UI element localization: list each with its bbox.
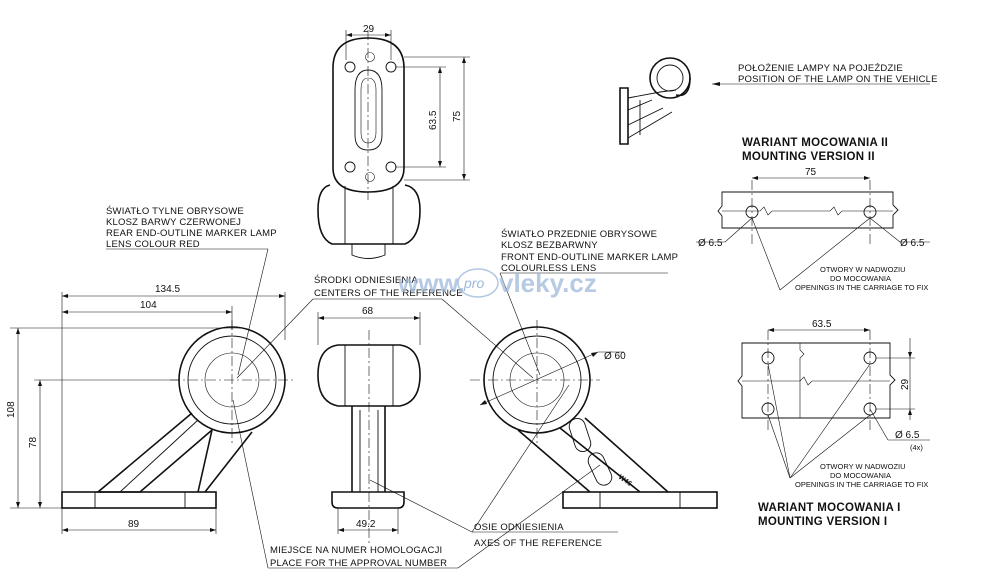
rear-side-view (10, 292, 295, 534)
dim-front-base: 49.2 (356, 519, 376, 530)
dim-v2-hole-left: Ø 6.5 (698, 238, 723, 249)
leader-lines (106, 248, 668, 569)
v2-openings-pl-1: OTWORY W NADWOZIU (820, 265, 906, 274)
rear-lamp-label-pl-2: KLOSZ BARWY CZERWONEJ (106, 217, 241, 228)
mounting-v1-title-en: MOUNTING VERSION I (758, 516, 887, 528)
dim-lens-diameter: Ø 60 (604, 351, 626, 362)
front-lamp-label-en-2: COLOURLESS LENS (501, 263, 596, 274)
v2-openings-en: OPENINGS IN THE CARRIAGE TO FIX (795, 283, 928, 292)
dim-v1-hole-count: (4x) (910, 443, 923, 452)
mounting-v2-title-pl: WARIANT MOCOWANIA II (742, 137, 888, 149)
watermark-pro: pro (463, 275, 484, 291)
dim-v1-spacing-v: 29 (900, 378, 911, 390)
front-lamp-label-pl-2: KLOSZ BEZBARWNY (501, 240, 598, 251)
front-side-view (470, 320, 718, 509)
axes-label-en: AXES OF THE REFERENCE (474, 538, 602, 549)
centers-label-en: CENTERS OF THE REFERENCE (314, 288, 463, 299)
rear-lamp-label-pl-1: ŚWIATŁO TYLNE OBRYSOWE (106, 205, 244, 217)
position-label-pl: POŁOŻENIE LAMPY NA POJEŹDZIE (738, 63, 903, 74)
dim-center-height: 78 (28, 436, 39, 448)
dim-v2-hole-right: Ø 6.5 (900, 238, 925, 249)
dim-base-length: 89 (128, 519, 140, 530)
mounting-v1-title-pl: WARIANT MOCOWANIA I (758, 502, 901, 514)
vehicle-position-sketch (619, 57, 930, 145)
rear-lamp-label-en-2: LENS COLOUR RED (106, 239, 200, 250)
v1-openings-pl-2: DO MOCOWANIA (830, 471, 891, 480)
front-lamp-label-en-1: FRONT END-OUTLINE MARKER LAMP (501, 252, 678, 263)
dim-front-width: 68 (362, 306, 374, 317)
dim-top-width: 29 (363, 24, 375, 35)
dim-v2-spacing: 75 (805, 167, 817, 178)
mounting-v2-title-en: MOUNTING VERSION II (742, 151, 875, 163)
approval-stamp: W46 (617, 474, 633, 488)
top-view (317, 30, 470, 259)
mounting-v1-drawing (737, 328, 930, 479)
front-lamp-label-pl-1: ŚWIATŁO PRZEDNIE OBRYSOWE (501, 228, 657, 240)
dim-top-height: 75 (452, 110, 463, 122)
mounting-v2-drawing (696, 176, 930, 291)
watermark: www. pro vleky.cz (397, 268, 597, 298)
approval-label-en: PLACE FOR THE APPROVAL NUMBER (270, 558, 447, 569)
v1-openings-en: OPENINGS IN THE CARRIAGE TO FIX (795, 480, 928, 489)
dim-v1-spacing-h: 63.5 (812, 319, 832, 330)
dim-total-height: 108 (6, 401, 17, 418)
dim-inner-width: 104 (140, 300, 157, 311)
dim-top-spacing: 63.5 (428, 110, 439, 130)
watermark-prefix: www. (397, 268, 465, 298)
approval-label-pl: MIEJSCE NA NUMER HOMOLOGACJI (270, 545, 442, 556)
dim-v1-hole: Ø 6.5 (895, 430, 920, 441)
dim-total-width: 134.5 (155, 284, 180, 295)
axes-label-pl: OSIE ODNIESIENIA (474, 522, 564, 533)
front-view (317, 312, 421, 545)
watermark-suffix: vleky.cz (499, 268, 597, 298)
v1-openings-pl-1: OTWORY W NADWOZIU (820, 462, 906, 471)
centers-label-pl: ŚRODKI ODNIESIENIA (314, 274, 418, 286)
position-label-en: POSITION OF THE LAMP ON THE VEHICLE (738, 74, 938, 85)
rear-lamp-label-en-1: REAR END-OUTLINE MARKER LAMP (106, 228, 277, 239)
v2-openings-pl-2: DO MOCOWANIA (830, 274, 891, 283)
